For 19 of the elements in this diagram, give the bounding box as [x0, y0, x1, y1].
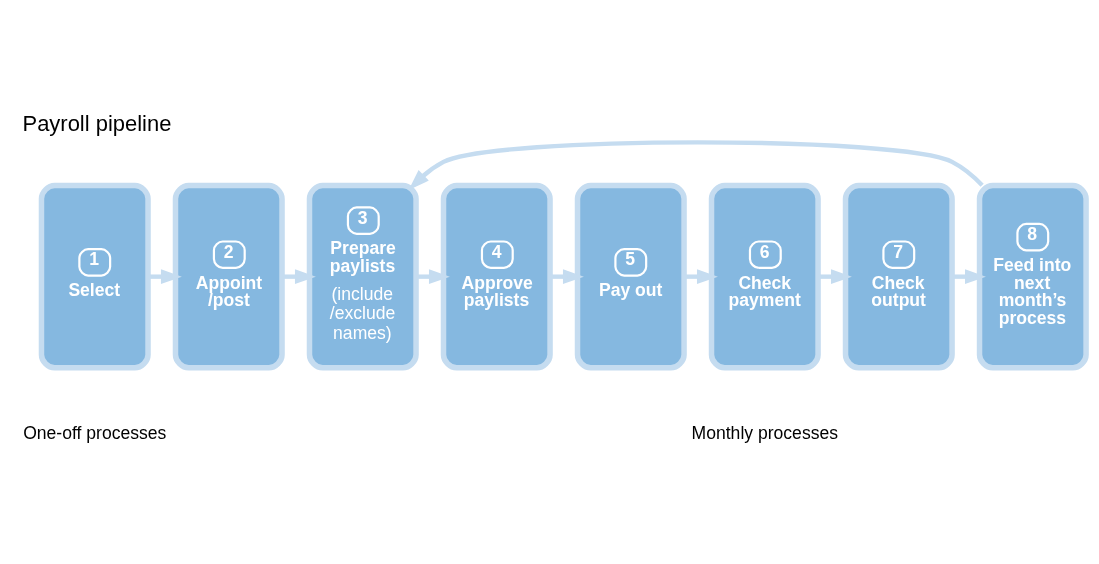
diagram-title: Payroll pipeline	[22, 111, 172, 137]
arrow	[952, 269, 986, 284]
arrow	[818, 269, 852, 284]
node-box: 8 Feed into next month’s process	[976, 182, 1089, 371]
node-box: 6 Check payment	[708, 182, 821, 371]
node-box: 2 Appoint /post	[172, 182, 285, 371]
node-box: 5 Pay out	[574, 182, 687, 371]
node-box: 3 Prepare paylists (include /exclude names)	[306, 182, 419, 371]
arrow	[684, 269, 718, 284]
label: Monthly processes	[691, 423, 838, 444]
arrow	[148, 269, 182, 284]
node-box: 7 Check output	[842, 182, 955, 371]
arrow	[282, 269, 316, 284]
node-box: 1 Select	[38, 182, 151, 371]
node-box: 4 Approve paylists	[440, 182, 553, 371]
label: One-off processes	[23, 423, 167, 444]
arrow	[408, 140, 984, 190]
arrow	[416, 269, 450, 284]
arrow	[550, 269, 584, 284]
